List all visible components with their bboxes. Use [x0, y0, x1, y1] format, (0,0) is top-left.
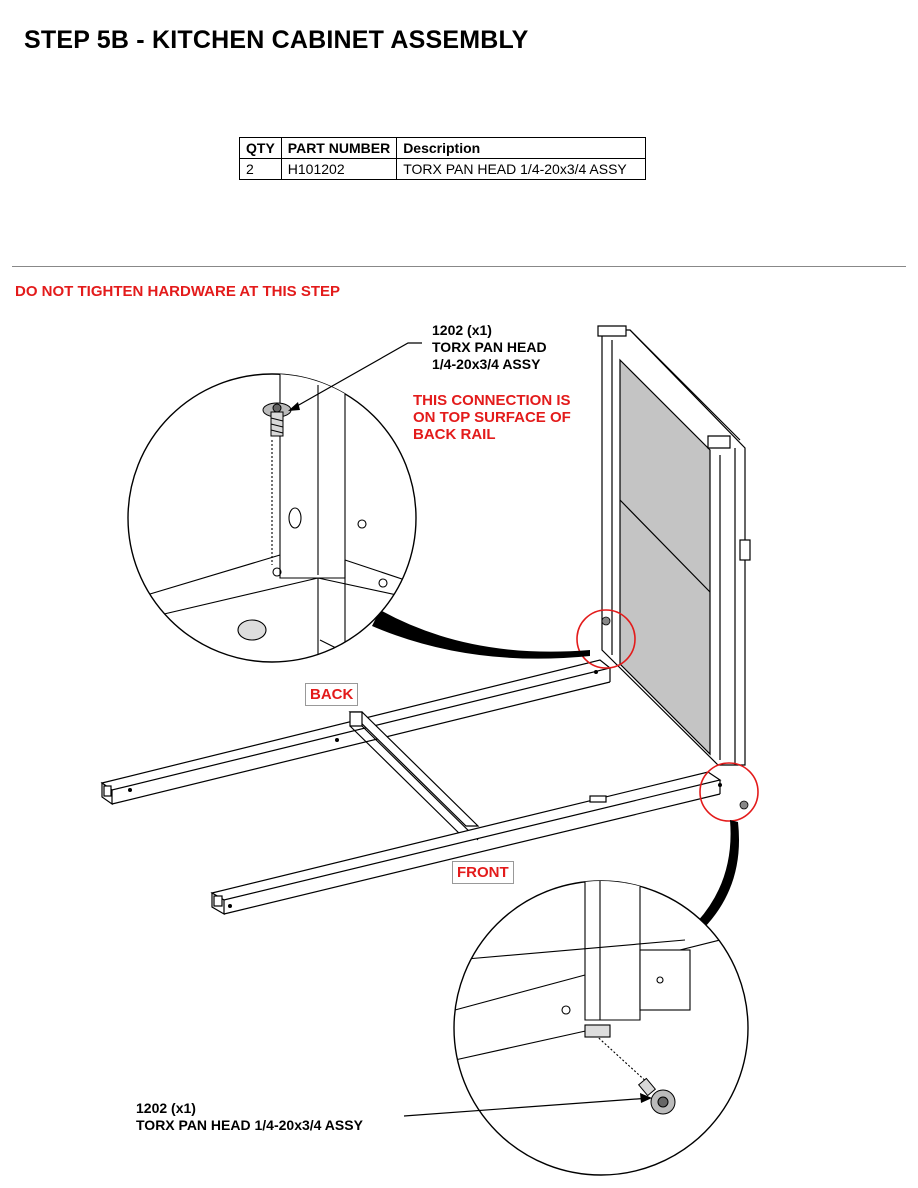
bolt-main-top	[601, 616, 611, 626]
callout-top-name: TORX PAN HEAD	[432, 339, 547, 355]
callout-top-size: 1/4-20x3/4 ASSY	[432, 356, 541, 372]
callout-bottom-name: TORX PAN HEAD 1/4-20x3/4 ASSY	[136, 1117, 363, 1133]
front-label: FRONT	[452, 861, 514, 884]
connection-note-line3: BACK RAIL	[413, 426, 496, 443]
bolt-main-bottom	[739, 800, 749, 810]
connection-note-line1: THIS CONNECTION IS	[413, 392, 571, 409]
torx-bolt-bottom	[637, 1077, 676, 1115]
detail-circle-bottom	[453, 880, 749, 1176]
cell-description: TORX PAN HEAD 1/4-20x3/4 ASSY	[396, 158, 647, 180]
detail-connector-bottom	[697, 820, 740, 928]
connection-note-line2: ON TOP SURFACE OF	[413, 409, 571, 426]
leader-line-top	[289, 342, 422, 411]
detail-connector-top	[372, 610, 590, 659]
leader-arrow-bottom	[640, 1093, 652, 1103]
cell-part-number: H101202	[280, 158, 398, 180]
leader-line-bottom	[403, 1097, 651, 1117]
back-label: BACK	[305, 683, 359, 706]
detail-circle-top	[127, 373, 417, 663]
connection-note: THIS CONNECTION IS ON TOP SURFACE OF BAC…	[413, 392, 571, 443]
front-rail	[210, 771, 722, 916]
callout-bottom: 1202 (x1) TORX PAN HEAD 1/4-20x3/4 ASSY	[136, 1100, 363, 1134]
parts-table: QTY PART NUMBER Description 2 H101202 TO…	[239, 137, 647, 180]
cross-brace	[348, 711, 480, 841]
rail-holes	[128, 670, 722, 908]
highlight-circle-top	[576, 609, 636, 669]
callout-top-qty: 1202 (x1)	[432, 322, 492, 338]
page-title: STEP 5B - KITCHEN CABINET ASSEMBLY	[24, 26, 529, 54]
highlight-circle-bottom	[699, 762, 759, 822]
callout-bottom-qty: 1202 (x1)	[136, 1100, 196, 1116]
header-qty: QTY	[239, 137, 282, 159]
side-panel	[597, 325, 751, 766]
table-row: 2 H101202 TORX PAN HEAD 1/4-20x3/4 ASSY	[239, 158, 647, 180]
section-divider	[12, 266, 906, 267]
leader-arrow-top	[288, 402, 300, 411]
warning-text: DO NOT TIGHTEN HARDWARE AT THIS STEP	[15, 283, 340, 300]
torx-bolt-top	[262, 402, 292, 437]
callout-top: 1202 (x1) TORX PAN HEAD 1/4-20x3/4 ASSY	[432, 322, 547, 373]
parts-table-header-row: QTY PART NUMBER Description	[239, 137, 647, 159]
